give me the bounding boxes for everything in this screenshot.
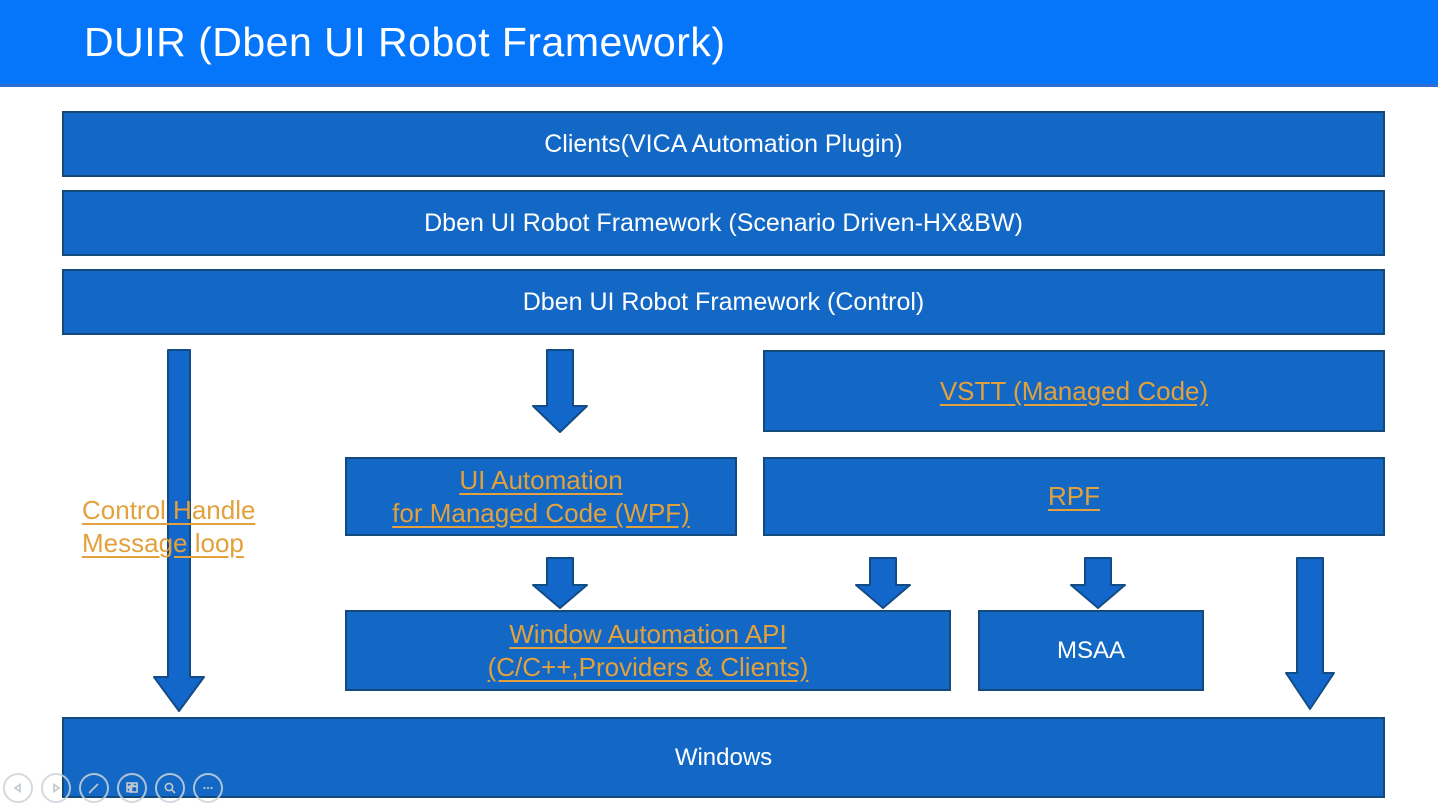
more-options-button[interactable] <box>193 773 223 803</box>
arrow-vstt-to-windows <box>1285 557 1335 710</box>
box-framework-scenario: Dben UI Robot Framework (Scenario Driven… <box>62 190 1385 256</box>
magnifier-icon <box>164 782 176 794</box>
arrow-control-to-uia <box>532 349 588 433</box>
triangle-left-icon <box>13 782 21 794</box>
arrow-rpf-to-msaa <box>1070 557 1126 609</box>
box-framework-control-label: Dben UI Robot Framework (Control) <box>522 287 925 316</box>
control-handle-link-line2[interactable]: Message loop <box>82 528 244 558</box>
triangle-right-icon <box>53 782 61 794</box>
box-ui-automation: UI Automation for Managed Code (WPF) <box>345 457 737 536</box>
grid-icon <box>126 782 138 793</box>
control-handle-note: Control Handle Message loop <box>82 494 255 560</box>
vstt-link[interactable]: VSTT (Managed Code) <box>939 375 1209 406</box>
pen-icon <box>88 783 99 794</box>
box-framework-scenario-label: Dben UI Robot Framework (Scenario Driven… <box>424 208 1023 237</box>
window-automation-api-link-line2[interactable]: (C/C++,Providers & Clients) <box>487 651 809 682</box>
pen-tools-button[interactable] <box>79 773 109 803</box>
box-rpf: RPF <box>763 457 1385 536</box>
ui-automation-link-line2[interactable]: for Managed Code (WPF) <box>392 497 690 528</box>
header-accent-line <box>0 84 1438 87</box>
box-windows-label: Windows <box>674 744 773 771</box>
arrow-uia-to-winapi <box>532 557 588 609</box>
box-msaa: MSAA <box>978 610 1204 691</box>
box-clients-label: Clients(VICA Automation Plugin) <box>544 129 903 158</box>
control-handle-link-line1[interactable]: Control Handle <box>82 495 256 525</box>
box-vstt: VSTT (Managed Code) <box>763 350 1385 432</box>
box-window-automation-api: Window Automation API (C/C++,Providers &… <box>345 610 951 691</box>
box-clients: Clients(VICA Automation Plugin) <box>62 111 1385 177</box>
previous-slide-button[interactable] <box>3 773 33 803</box>
ellipsis-icon <box>203 786 213 790</box>
box-framework-control: Dben UI Robot Framework (Control) <box>62 269 1385 335</box>
next-slide-button[interactable] <box>41 773 71 803</box>
slide-header <box>0 0 1438 84</box>
arrow-rpf-to-winapi <box>855 557 911 609</box>
box-windows: Windows <box>62 717 1385 798</box>
zoom-slide-button[interactable] <box>155 773 185 803</box>
ui-automation-link-line1[interactable]: UI Automation <box>459 464 623 495</box>
box-msaa-label: MSAA <box>1056 637 1125 664</box>
slide-title: DUIR (Dben UI Robot Framework) <box>84 18 726 65</box>
see-all-slides-button[interactable] <box>117 773 147 803</box>
window-automation-api-link-line1[interactable]: Window Automation API <box>509 618 787 649</box>
rpf-link[interactable]: RPF <box>1048 481 1100 511</box>
